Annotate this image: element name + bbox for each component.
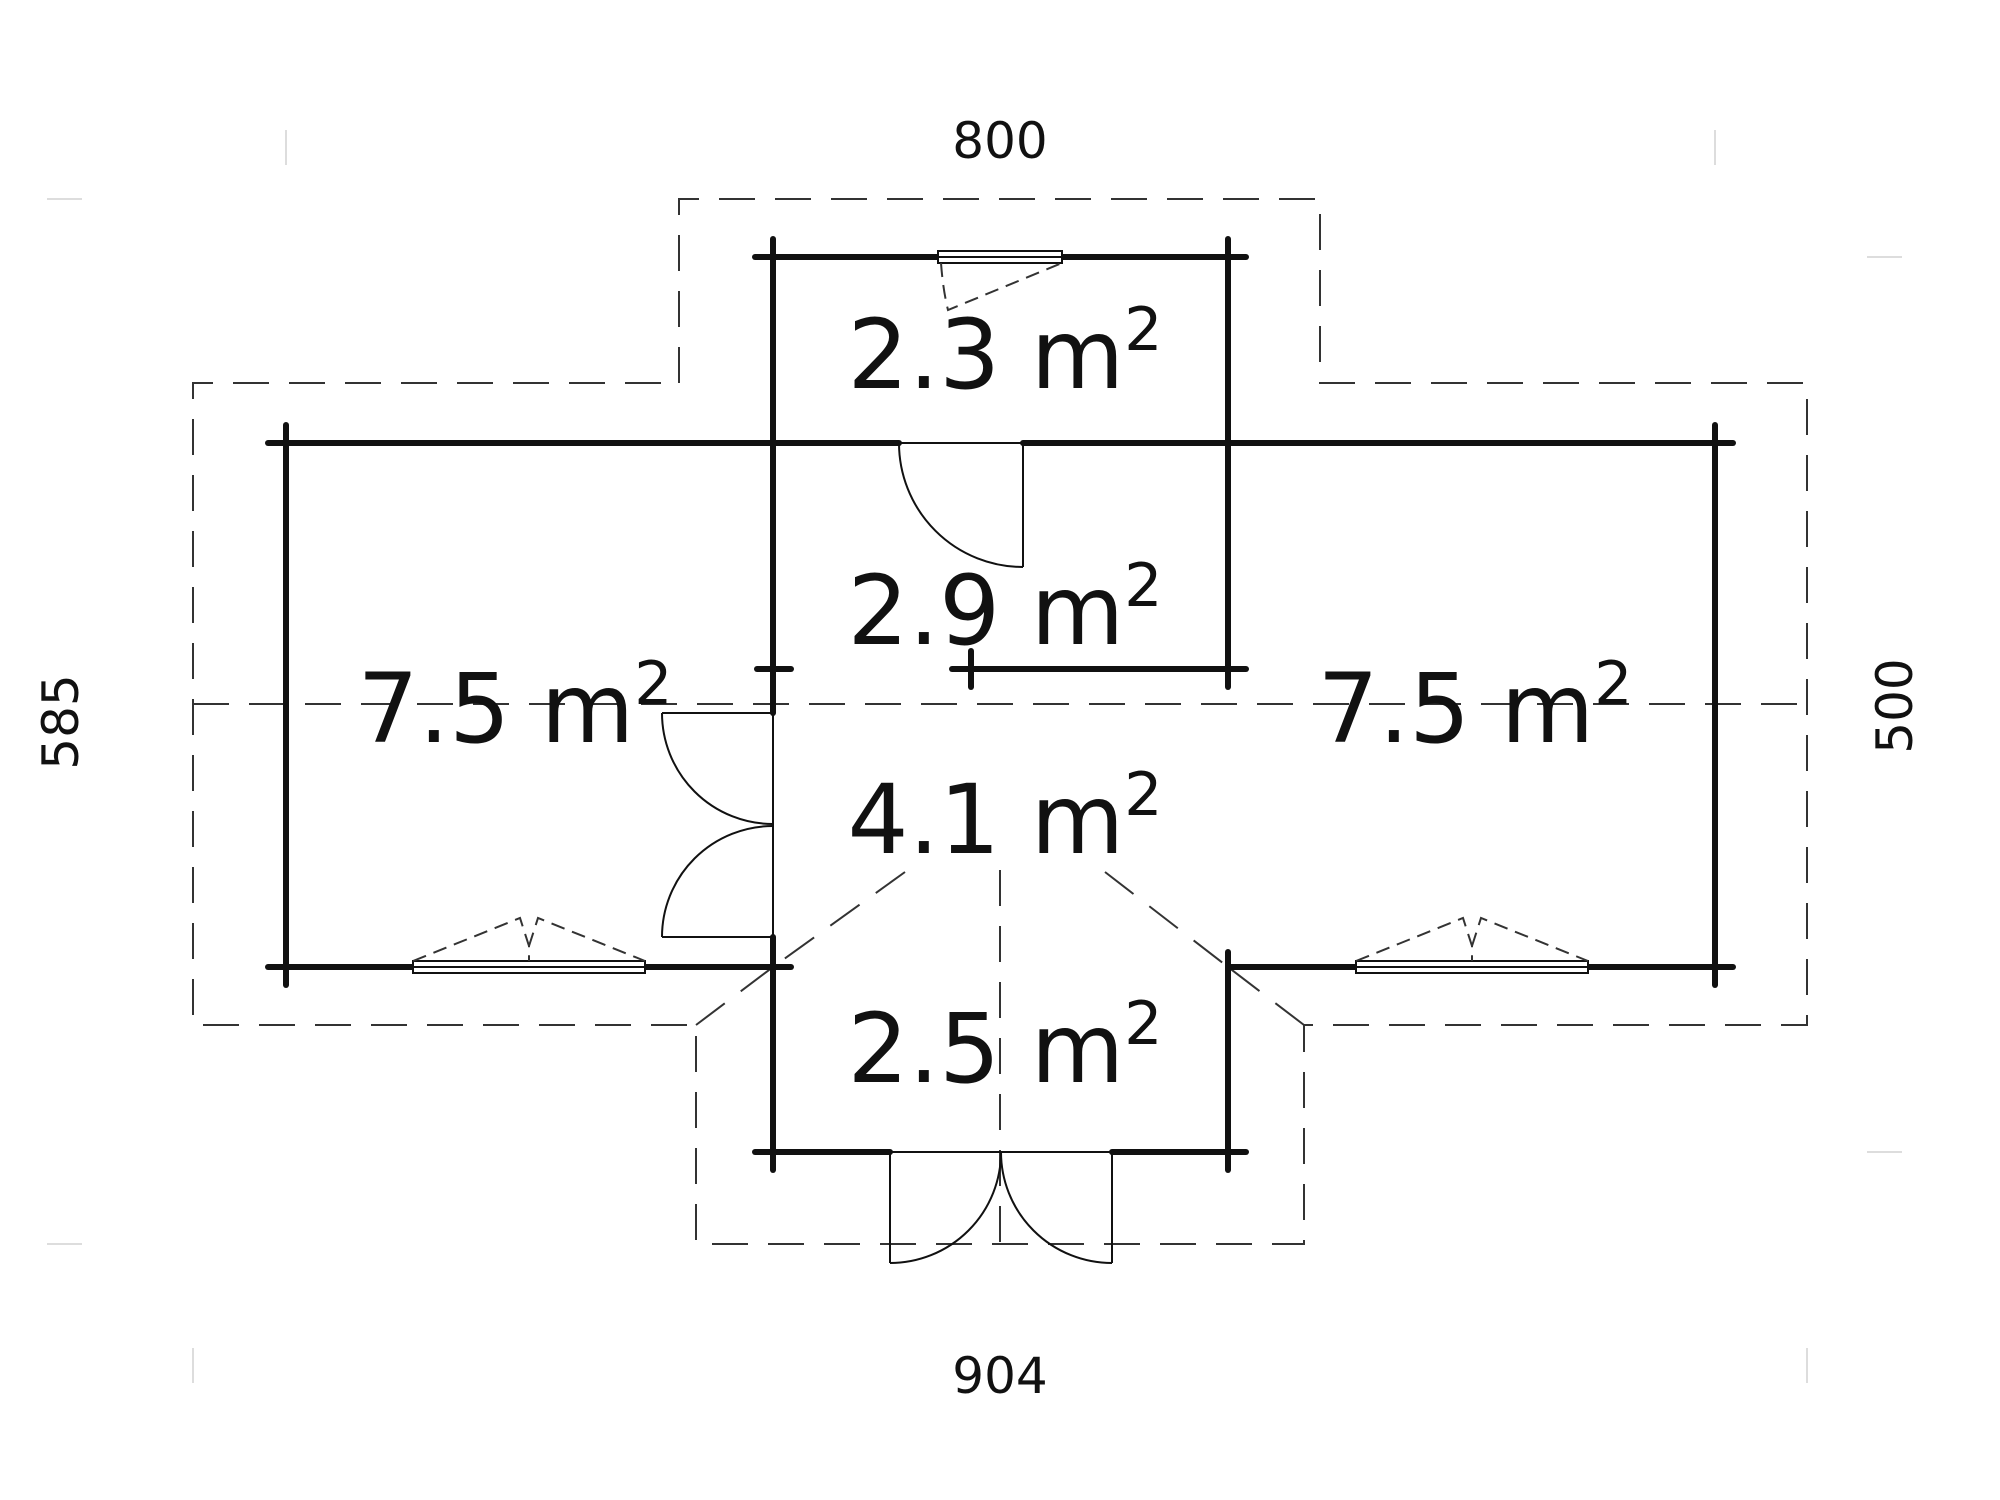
door-upper-hall [898, 442, 1024, 568]
hall-diagonal-left [772, 871, 906, 968]
area-label-upper-hall: 2.9 m2 [848, 551, 1163, 667]
dimension-right: 500 [1866, 658, 1924, 753]
door-left-room [661, 712, 774, 938]
window-left [412, 916, 646, 974]
area-label-left-room: 7.5 m2 [358, 649, 673, 765]
walls [265, 236, 1736, 1173]
roof-chamfer-left [695, 966, 774, 1026]
dimension-left: 585 [32, 674, 90, 769]
dimension-top: 800 [952, 112, 1047, 170]
roof-chamfer-right [1227, 966, 1305, 1026]
hall-diagonal-right [1104, 871, 1229, 968]
area-label-top-room: 2.3 m2 [848, 295, 1163, 411]
area-label-entrance: 2.5 m2 [848, 989, 1163, 1105]
dimension-ticks [47, 130, 1902, 1383]
door-entrance [889, 1151, 1113, 1264]
window-top [937, 250, 1063, 312]
area-label-right-room: 7.5 m2 [1318, 649, 1633, 765]
dimension-bottom: 904 [952, 1347, 1047, 1405]
area-label-center-hall: 4.1 m2 [848, 760, 1163, 876]
window-right [1355, 916, 1589, 974]
